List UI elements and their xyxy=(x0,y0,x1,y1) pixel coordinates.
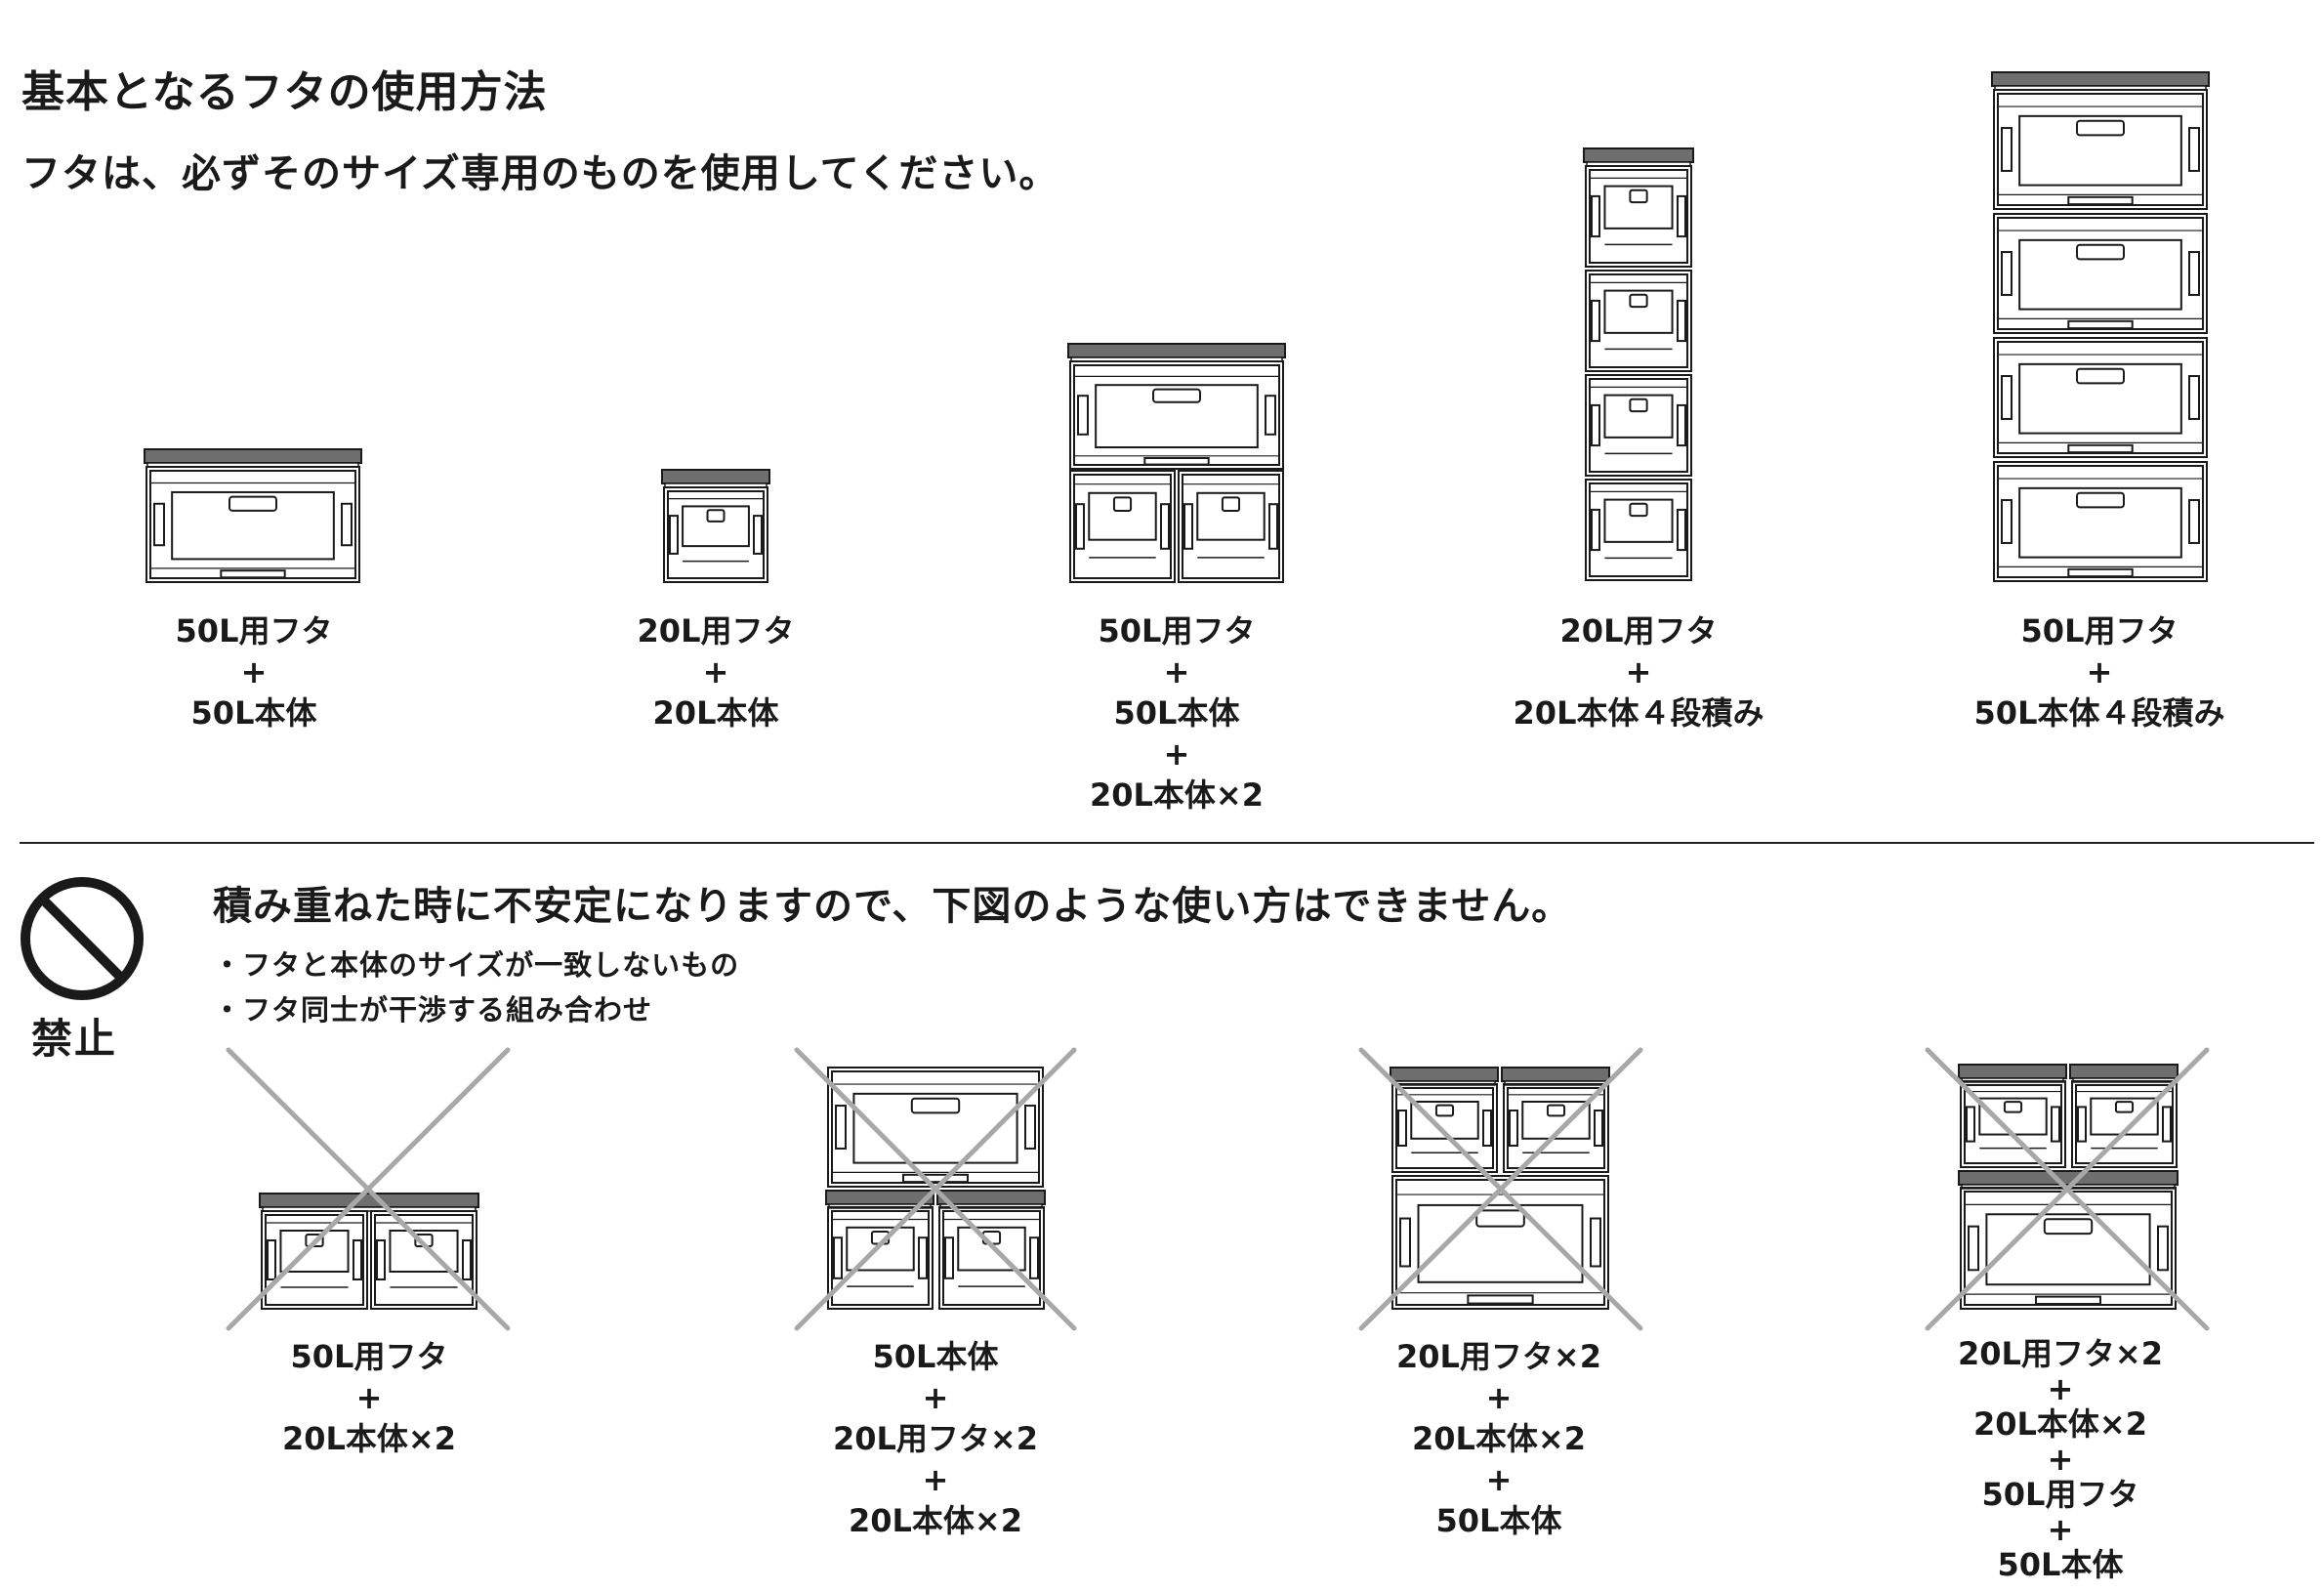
caption-good-5: 50L用フタ+50L本体４段積み xyxy=(1973,612,2225,732)
bad-stack-2 xyxy=(825,1067,1046,1310)
good-stack-4 xyxy=(1583,147,1694,581)
section1-title: 基本となるフタの使用方法 xyxy=(21,67,548,117)
good-stack-3 xyxy=(1067,343,1286,583)
prohibited-icon xyxy=(21,877,144,1000)
caption-bad-2: 50L本体+20L用フタ×2+20L本体×2 xyxy=(832,1338,1039,1539)
cross-mark-icon xyxy=(1358,1047,1643,1331)
caption-bad-4: 20L用フタ×2+20L本体×2+50L用フタ+50L本体 xyxy=(1957,1335,2164,1583)
caption-good-2: 20L用フタ+20L本体 xyxy=(637,612,795,732)
caption-bad-3: 20L用フタ×2+20L本体×2+50L本体 xyxy=(1395,1338,1602,1539)
cross-mark-icon xyxy=(794,1047,1077,1331)
caption-good-1: 50L用フタ+50L本体 xyxy=(175,612,333,732)
cross-mark-icon xyxy=(1925,1047,2210,1331)
bad-stack-3 xyxy=(1390,1067,1610,1310)
good-stack-1 xyxy=(144,448,362,583)
prohibited-heading: 積み重ねた時に不安定になりますので、下図のような使い方はできません。 xyxy=(213,884,1572,929)
prohibited-bullet-1: ・フタと本体のサイズが一致しないもの xyxy=(213,948,740,982)
caption-good-3: 50L用フタ+50L本体+20L本体×2 xyxy=(1089,612,1265,814)
good-stack-2 xyxy=(661,469,770,583)
bad-stack-1 xyxy=(259,1193,479,1310)
prohibited-label: 禁止 xyxy=(31,1015,118,1063)
caption-good-4: 20L用フタ+20L本体４段積み xyxy=(1513,612,1764,732)
caption-bad-1: 50L用フタ+20L本体×2 xyxy=(281,1338,457,1457)
section1-subtitle: フタは、必ずそのサイズ専用のものを使用してください。 xyxy=(21,151,1059,196)
section-divider xyxy=(20,842,2314,844)
cross-mark-icon xyxy=(226,1047,511,1331)
prohibited-bullet-2: ・フタ同士が干渉する組み合わせ xyxy=(213,993,653,1026)
good-stack-5 xyxy=(1991,71,2210,582)
bad-stack-4 xyxy=(1958,1064,2179,1310)
